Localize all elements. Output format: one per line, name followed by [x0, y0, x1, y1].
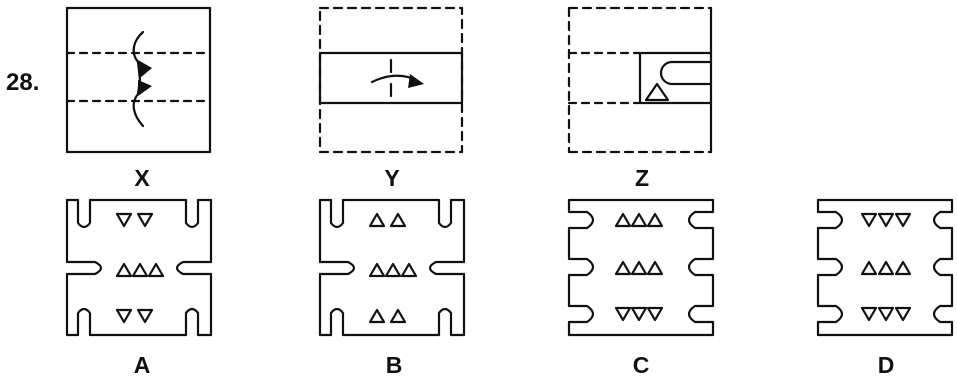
tri-up: [894, 260, 912, 276]
tri-up: [368, 308, 386, 324]
tri-down: [115, 212, 133, 228]
option-b-outline: [318, 198, 466, 337]
tri-up: [646, 212, 664, 228]
question-number: 28.: [6, 69, 39, 96]
tri-down: [646, 306, 664, 322]
cut-notch: [659, 60, 713, 86]
figure-x-label: X: [134, 165, 150, 191]
option-c-figure: [567, 198, 715, 337]
tri-up: [368, 262, 386, 278]
tri-up: [630, 260, 648, 276]
tri-up: [877, 260, 895, 276]
tri-up: [614, 260, 632, 276]
figure-x: [65, 6, 212, 154]
tri-up: [630, 212, 648, 228]
tri-up: [860, 260, 878, 276]
figure-x-square: [65, 6, 212, 154]
tri-up: [389, 308, 407, 324]
tri-up: [614, 212, 632, 228]
option-a-figure: [65, 198, 213, 337]
tri-down: [115, 308, 133, 324]
tri-up: [646, 260, 664, 276]
tri-up: [147, 262, 165, 278]
option-b-figure: [318, 198, 466, 337]
tri-down: [894, 306, 912, 322]
tri-down: [860, 306, 878, 322]
figure-y-dashed-outline: [318, 6, 464, 154]
figure-z: [567, 6, 713, 154]
tri-down: [136, 308, 154, 324]
tri-down: [630, 306, 648, 322]
tri-up: [384, 262, 402, 278]
figure-y-label: Y: [384, 165, 399, 191]
fold-arrows-curve: [132, 30, 145, 128]
tri-down: [614, 306, 632, 322]
cut-triangle: [644, 82, 670, 102]
option-d-label[interactable]: D: [878, 352, 895, 378]
option-c-outline: [567, 198, 715, 337]
option-d-outline: [816, 198, 954, 337]
figure-z-label: Z: [635, 165, 649, 191]
option-c-label[interactable]: C: [633, 352, 650, 378]
option-a-label[interactable]: A: [134, 352, 151, 378]
tri-down: [894, 212, 912, 228]
fold-arrow-head-down-icon: [138, 60, 152, 78]
tri-up: [400, 262, 418, 278]
tri-up: [368, 212, 386, 228]
tri-down: [877, 306, 895, 322]
tri-up: [131, 262, 149, 278]
option-b-label[interactable]: B: [386, 352, 403, 378]
fold-arrow-head-up-icon: [138, 80, 152, 96]
figure-y: [318, 6, 464, 154]
option-a-outline: [65, 198, 213, 337]
folded-panel: [638, 51, 713, 105]
tri-down: [877, 212, 895, 228]
tri-up: [389, 212, 407, 228]
tri-down: [860, 212, 878, 228]
tri-up: [115, 262, 133, 278]
tri-down: [136, 212, 154, 228]
option-d-figure: [816, 198, 954, 337]
fold-arrow-head-icon: [408, 74, 424, 88]
figure-z-dashed-outline: [567, 6, 713, 154]
